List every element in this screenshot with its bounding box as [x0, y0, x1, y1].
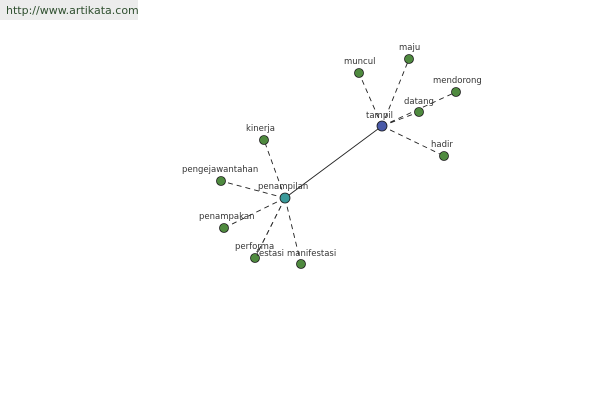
- label-maju: maju: [399, 43, 420, 53]
- label-manifestasi: manifestasi: [287, 249, 336, 259]
- edge-tampil-hadir: [381, 125, 445, 157]
- label-muncul: muncul: [344, 57, 375, 67]
- edge-tampil-muncul: [358, 72, 383, 127]
- label-performa: performa: [235, 242, 274, 252]
- node-muncul[interactable]: [354, 68, 364, 78]
- edge-penampilan-manifestasi: [284, 197, 302, 265]
- node-tampil[interactable]: [376, 120, 388, 132]
- label-tampil: tampil: [366, 111, 393, 121]
- edge-layer: [220, 58, 457, 265]
- edge-penampilan-pengejawantahan: [220, 180, 286, 199]
- node-layer: [216, 54, 461, 269]
- node-mendorong[interactable]: [451, 87, 461, 97]
- edge-penampilan-penampakan: [223, 197, 286, 229]
- label-layer: muncul maju mendorong datang hadir kinerja pen…: [182, 43, 482, 259]
- label-mendorong: mendorong: [433, 76, 482, 86]
- node-penampilan[interactable]: [279, 192, 291, 204]
- node-pengejawantahan[interactable]: [216, 176, 226, 186]
- node-kinerja[interactable]: [259, 135, 269, 145]
- link-tampil-penampilan: [284, 125, 383, 199]
- edge-penampilan-kinerja: [263, 139, 286, 199]
- label-penampakan: penampakan: [199, 212, 254, 222]
- label-pengejawantahan: pengejawantahan: [182, 165, 258, 175]
- node-penampakan[interactable]: [219, 223, 229, 233]
- label-datang: datang: [404, 97, 434, 107]
- label-kinerja: kinerja: [246, 124, 275, 134]
- node-maju[interactable]: [404, 54, 414, 64]
- label-festasi: festasi: [256, 249, 284, 259]
- node-datang[interactable]: [414, 107, 424, 117]
- label-penampilan: penampilan: [258, 182, 308, 192]
- edge-tampil-datang: [381, 111, 420, 127]
- source-url-label[interactable]: http://www.artikata.com: [0, 0, 138, 20]
- edge-penampilan-festasi: [254, 197, 286, 259]
- node-manifestasi[interactable]: [296, 259, 306, 269]
- node-performa[interactable]: [250, 253, 260, 263]
- node-hadir[interactable]: [439, 151, 449, 161]
- edge-tampil-maju: [381, 58, 410, 127]
- label-hadir: hadir: [431, 140, 453, 150]
